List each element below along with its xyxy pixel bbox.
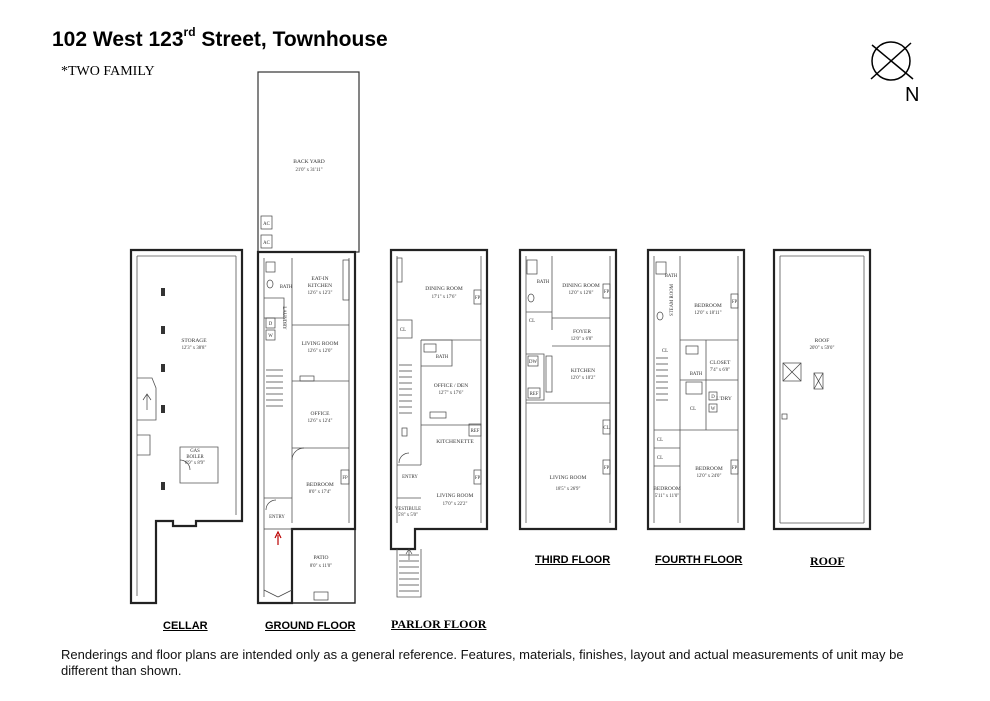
third-dining-label: DINING ROOM [562,283,600,289]
label-ground-floor: GROUND FLOOR [265,620,356,632]
fourth-bedroom-1-label: BEDROOM [694,303,722,309]
parlor-living-label: LIVING ROOM [437,493,474,499]
fourth-bedroom-3-size: 5'11" x 11'0" [655,494,680,499]
parlor-fp-2: FP [475,476,481,481]
cellar-storage-label: STORAGE [181,338,207,344]
compass-north-label: N [905,84,920,106]
ground-patio-label: PATIO [313,555,328,561]
fourth-fp-1: FP [732,300,738,305]
roof-size: 20'0" x 59'0" [810,346,835,351]
ground-bedroom-label: BEDROOM [306,482,334,488]
parlor-ref-label: REF [471,429,480,434]
third-closet-1: CL [529,319,535,324]
ground-office-label: OFFICE [311,411,331,417]
third-living-label: LIVING ROOM [550,475,587,481]
title-main: 102 West 123 [52,28,184,51]
subtitle: *TWO FAMILY [61,64,155,79]
fourth-bedroom-2-label: BEDROOM [695,466,723,472]
parlor-kitchenette-label: KITCHENETTE [436,439,474,445]
third-closet-2: CL [603,426,609,431]
fourth-closet-1: CL [662,349,668,354]
parlor-vestibule-label: VESTIBULE [395,507,421,512]
label-cellar: CELLAR [163,620,208,632]
ground-laundry-label: LAUNDRY [281,306,286,330]
label-parlor-floor: PARLOR FLOOR [391,617,487,631]
fourth-bedroom-1-size: 12'0" x 18'11" [694,311,721,316]
parlor-vestibule-size: 5'8" x 5'0" [398,513,418,518]
disclaimer-text: Renderings and floor plans are intended … [61,647,904,678]
ground-bedroom-size: 8'0" x 17'4" [309,490,331,495]
label-fourth-floor: FOURTH FLOOR [655,554,743,566]
ground-fp-label: FP [342,476,348,481]
fourth-bath-1: BATH [665,274,678,279]
ground-patio-size: 8'0" x 11'0" [310,564,332,569]
fourth-bath-2: BATH [690,372,703,377]
cellar-plan: GAS BOILER 6'9" x 8'9" STORAGE 12'3" x 3… [129,248,244,605]
third-kitchen-label: KITCHEN [571,368,595,374]
page-title: 102 West 123rd Street, Townhouse [52,25,388,52]
ground-ac-2: AC [263,241,270,246]
cellar-storage-size: 12'3" x 38'8" [182,346,207,351]
third-bath-label: BATH [537,280,550,285]
fourth-closet-4: CL [657,456,663,461]
ground-backyard-label: BACK YARD [293,159,324,165]
parlor-entry-label: ENTRY [402,475,418,480]
third-kitchen-size: 12'0" x 10'2" [571,376,596,381]
third-living-size: 18'5" x 26'9" [556,487,581,492]
ground-bath-label: BATH [280,285,293,290]
parlor-dining-label: DINING ROOM [425,286,463,292]
cellar-boiler-label2: BOILER [186,455,204,460]
fourth-steam-room: STEAM ROOM [670,283,675,316]
compass-icon [870,41,914,81]
third-floor-plan: BATH CL DINING ROOM 12'0" x 12'8" FP FOY… [518,248,618,531]
fourth-closet-size: 7'4" x 6'8" [710,368,730,373]
ground-dryer-label: D [269,322,273,327]
label-third-floor: THIRD FLOOR [535,554,611,566]
fourth-bedroom-3-label: BEDROOM [653,486,681,492]
fourth-washer-label: W [711,407,716,412]
ground-kitchen-label2: KITCHEN [308,283,332,289]
ground-backyard-size: 21'0" x 31'11" [295,168,322,173]
label-roof: ROOF [810,554,845,568]
parlor-floor-plan: DINING ROOM 17'1" x 17'6" FP CL BATH OFF… [389,248,489,598]
third-ref-label: REF [530,392,539,397]
fourth-fp-2: FP [732,466,738,471]
third-foyer-size: 12'0" x 6'8" [571,337,593,342]
ground-kitchen-label: EAT-IN [311,276,328,282]
third-fp-1: FP [604,290,610,295]
third-dw-label: DW [529,360,537,365]
ground-living-label: LIVING ROOM [302,341,339,347]
parlor-office-size: 12'7" x 17'6" [439,391,464,396]
cellar-boiler-size: 6'9" x 8'9" [185,461,205,466]
third-foyer-label: FOYER [573,329,591,335]
title-superscript: rd [183,25,196,39]
ground-washer-label: W [268,334,273,339]
fourth-closet-label: CLOSET [710,360,731,366]
parlor-fp-1: FP [475,296,481,301]
ground-office-size: 12'6" x 12'4" [308,419,333,424]
parlor-living-size: 17'0" x 22'2" [443,502,468,507]
ground-entry-label: ENTRY [269,515,285,520]
fourth-floor-plan: BATH STEAM ROOM BEDROOM 12'0" x 18'11" F… [646,248,746,531]
fourth-bedroom-2-size: 12'0" x 24'0" [697,474,722,479]
ground-ac-1: AC [263,222,270,227]
fourth-closet-2: CL [690,407,696,412]
third-dining-size: 12'0" x 12'8" [569,291,594,296]
roof-plan: ROOF 20'0" x 59'0" [772,248,872,531]
ground-living-size: 12'6" x 12'0" [308,349,333,354]
parlor-office-label: OFFICE / DEN [434,383,469,389]
parlor-closet-label: CL [400,328,406,333]
parlor-dining-size: 17'1" x 17'6" [432,295,457,300]
title-tail: Street, Townhouse [195,28,388,51]
fourth-laundry-label: L'DRY [716,396,732,402]
fourth-dryer-label: D [711,395,715,400]
parlor-bath-label: BATH [436,355,449,360]
ground-kitchen-size: 12'6" x 12'3" [308,291,333,296]
fourth-closet-3: CL [657,438,663,443]
roof-label: ROOF [815,338,830,344]
third-fp-2: FP [604,466,610,471]
cellar-boiler-label: GAS [190,449,200,454]
ground-floor-plan: AC AC BACK YARD 21'0" x 31'11" BATH D W … [256,71,360,605]
